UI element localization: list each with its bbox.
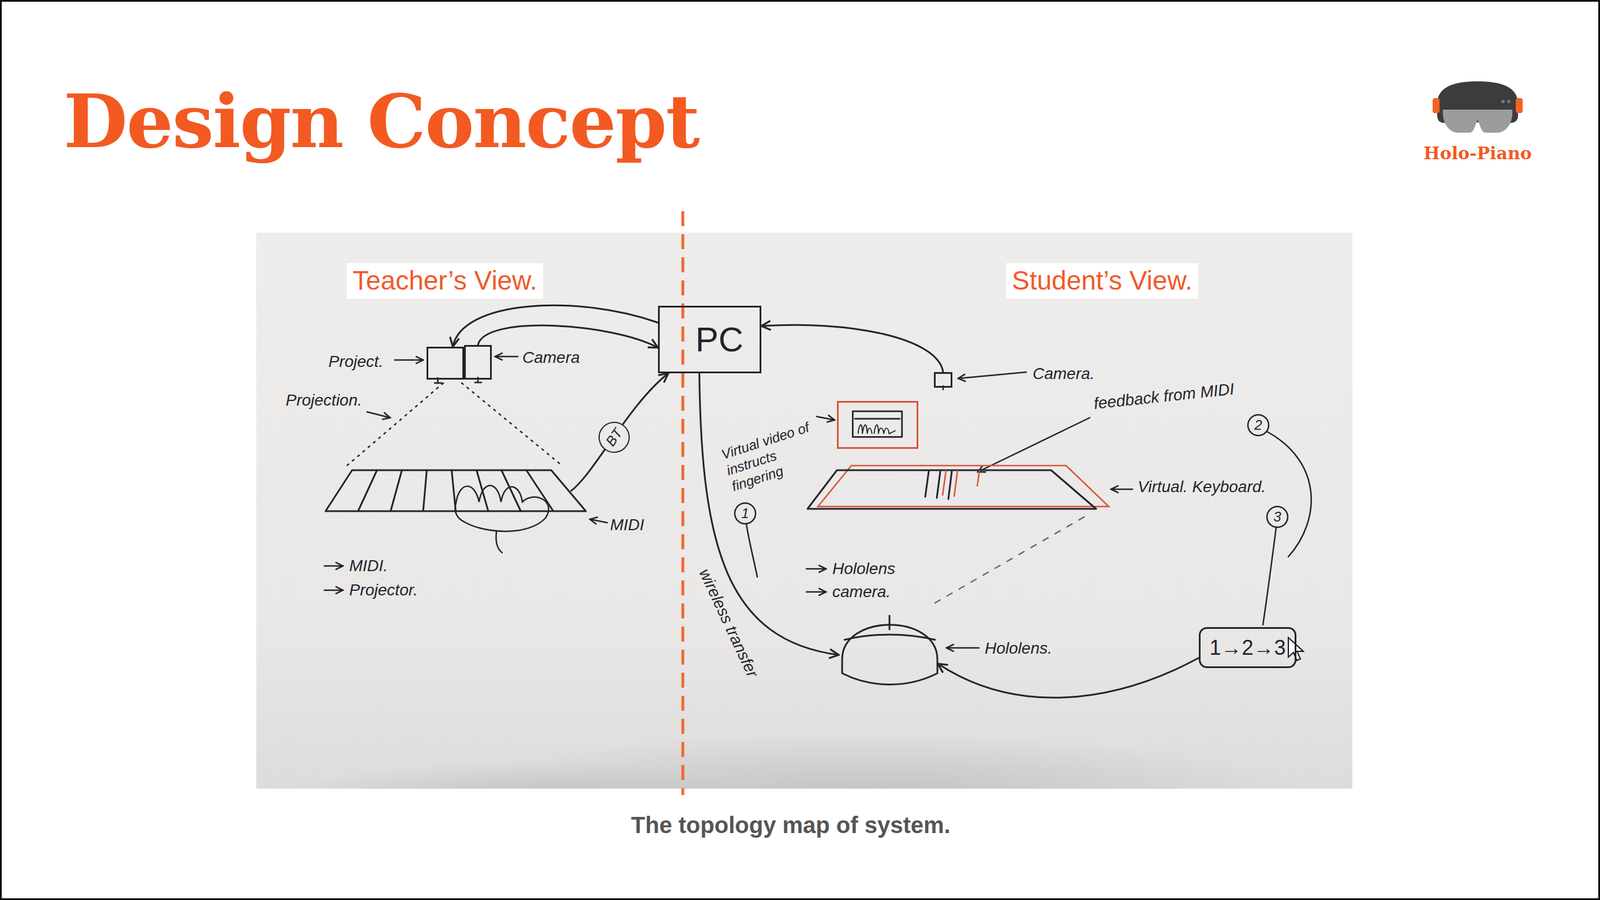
hololens-headset: Hololens. [838,604,941,693]
brand-name: Holo-Piano [1423,143,1532,164]
callout-number: 3 [1266,506,1288,528]
midi-keyboard: MIDI [324,469,588,513]
divider-line [681,211,685,796]
connector [477,325,659,348]
connector [571,373,669,492]
slide-title: Design Concept [63,80,699,163]
proj-outline [428,348,463,379]
connector [937,658,1199,698]
sketch-note: Projection. [285,390,362,411]
connector [761,324,944,373]
node-label: 1→2→3 [1209,636,1286,660]
node-label: Project. [328,352,384,372]
sequence-box: 1→2→3 [1198,627,1297,669]
vkb-outline [806,469,1098,511]
callout-number: 1 [734,503,756,525]
projector-box: Project. [426,346,465,380]
kb-outline [324,469,588,513]
camera-box: Camera. [933,372,953,388]
pc-box: PC [658,305,762,374]
node-label: Hololens. [984,638,1053,659]
video-outline [838,402,917,448]
cam-outline [465,346,491,379]
camS-outline [935,374,951,387]
list-item: Projector. [349,580,418,601]
list-item: Hololens [832,559,896,579]
callout-number: 2 [1247,415,1269,436]
holo-outline [838,604,941,693]
figure-caption: The topology map of system. [630,812,951,839]
list-item: MIDI. [349,556,388,577]
camera-box: Camera [464,345,492,380]
view-heading: Teacher’s View. [346,263,544,299]
list-item: camera. [832,582,891,603]
node-label: PC [695,320,744,360]
virtual-keyboard: Virtual. Keyboard. [806,469,1098,511]
node-label: MIDI [610,515,645,536]
view-heading: Student’s View. [1006,263,1199,299]
node-label: Virtual. Keyboard. [1137,477,1266,497]
video-panel: Virtual video of instructs fingering [836,401,919,450]
sketch-strokes [324,356,1312,649]
photo-ground [256,232,1353,790]
headset-logo [1432,81,1523,133]
node-label: Camera. [1032,364,1095,384]
node-label: Camera [522,348,581,368]
